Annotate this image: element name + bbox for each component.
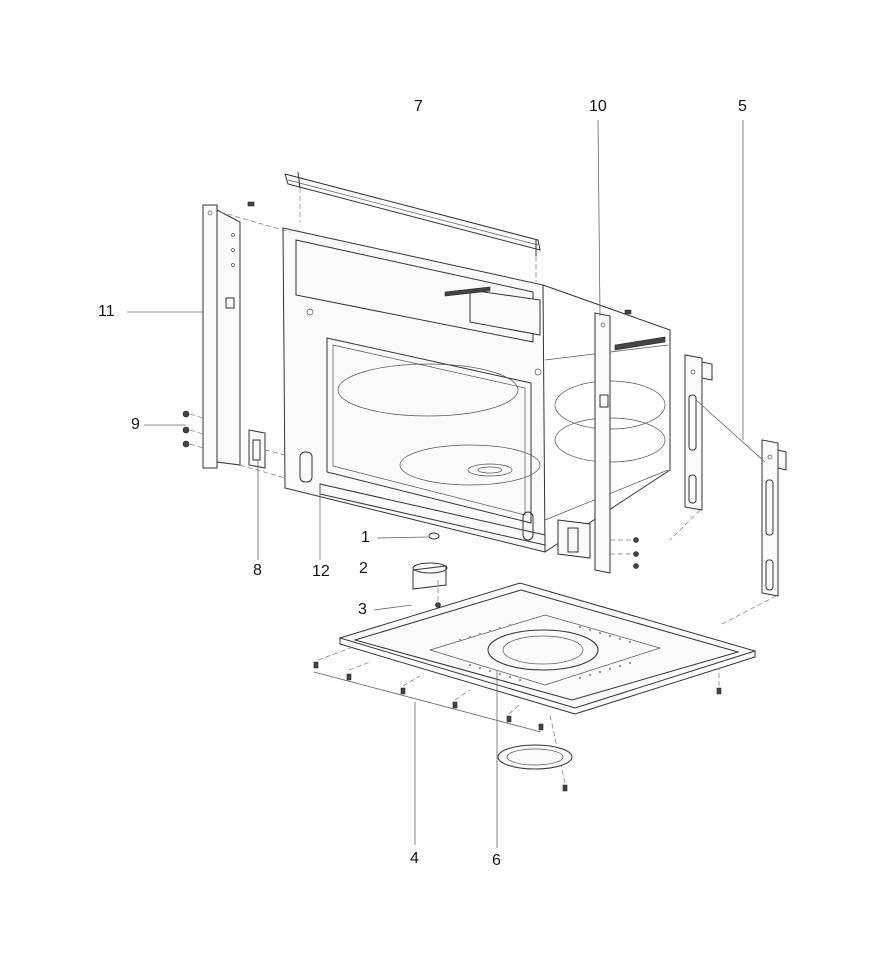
side-rails-part-5 [669,354,787,626]
right-rail-part-10 [557,309,639,574]
bracket-part-8 [248,429,286,469]
callout-6: 6 [492,852,501,869]
callout-1: 1 [361,529,370,546]
callout-9: 9 [131,416,140,433]
callout-5: 5 [738,98,747,115]
callout-3: 3 [358,601,367,618]
turntable-ring [497,744,573,770]
callout-8: 8 [253,562,262,579]
callout-11: 11 [98,303,115,320]
callout-2: 2 [359,560,368,577]
screws-part-9 [182,410,204,449]
top-rail-part-7 [284,171,541,282]
leader-lines [127,119,766,848]
callout-10: 10 [589,98,607,115]
callout-7: 7 [414,98,423,115]
base-tray-part-6 [313,582,757,792]
callout-12: 12 [312,563,330,580]
small-parts-1-2-3 [412,532,448,608]
callout-4: 4 [410,850,419,867]
left-rail-part-11 [202,201,291,479]
front-frame-part-12 [282,227,671,553]
